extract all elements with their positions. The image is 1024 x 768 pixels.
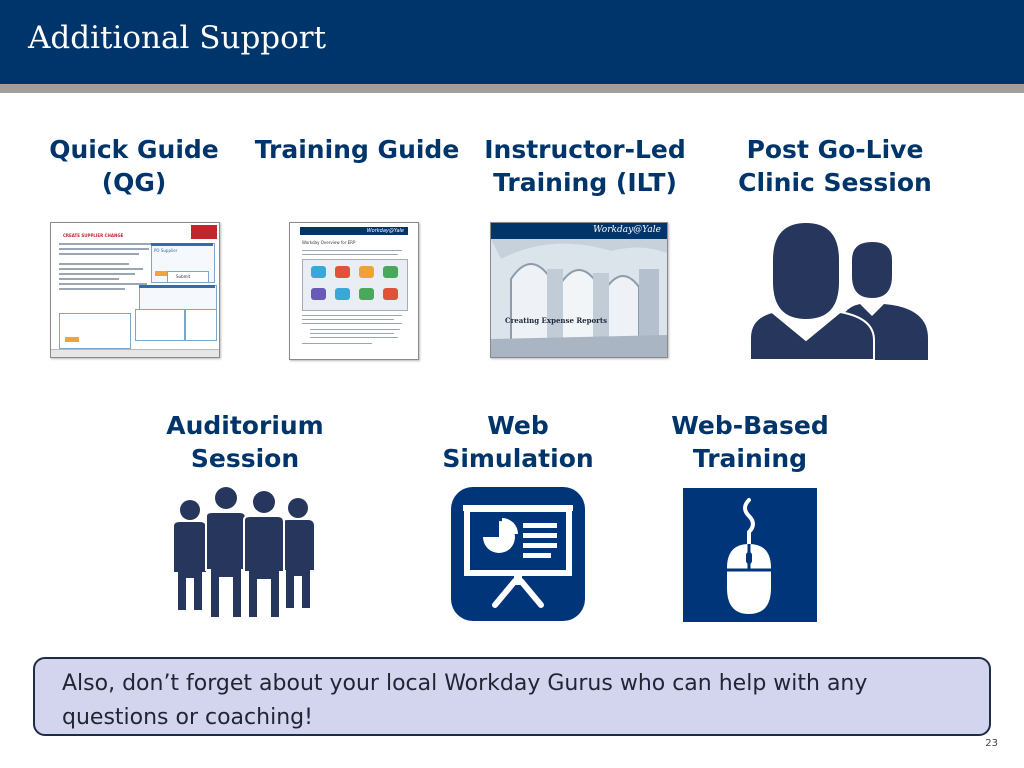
qg-text-line bbox=[59, 253, 139, 255]
qg-mini-button bbox=[155, 271, 167, 276]
tg-app-tile bbox=[311, 266, 326, 278]
qg-screenshot-box bbox=[185, 309, 217, 341]
qg-text-line bbox=[59, 263, 129, 265]
qg-screenshot-box bbox=[59, 313, 131, 349]
auditorium-label: Auditorium Session bbox=[145, 409, 345, 475]
callout-text: Also, don’t forget about your local Work… bbox=[62, 667, 962, 735]
tg-text-line bbox=[302, 343, 372, 344]
post-go-live-label: Post Go-Live Clinic Session bbox=[730, 133, 940, 199]
ilt-brand-banner: Workday@Yale bbox=[491, 223, 667, 239]
presentation-board-icon bbox=[451, 487, 585, 621]
qg-submit-label: Submit bbox=[176, 274, 191, 279]
tg-text-line bbox=[310, 337, 398, 338]
tg-app-tile bbox=[311, 288, 326, 300]
slide-number: 23 bbox=[985, 738, 998, 749]
tg-text-line bbox=[302, 319, 394, 320]
tg-text-line bbox=[310, 333, 394, 334]
tg-header-text: Workday@Yale bbox=[366, 228, 404, 234]
quick-guide-label-line1: Quick Guide bbox=[49, 135, 219, 164]
web-based-training-label-line1: Web-Based bbox=[671, 411, 829, 440]
instructor-led-label: Instructor-Led Training (ILT) bbox=[480, 133, 690, 199]
web-simulation-label-line2: Simulation bbox=[442, 444, 594, 473]
quick-guide-label: Quick Guide (QG) bbox=[44, 133, 224, 199]
qg-text-line bbox=[59, 273, 135, 275]
callout-line1: Also, don’t forget about your local Work… bbox=[62, 671, 868, 696]
auditorium-label-line1: Auditorium bbox=[166, 411, 324, 440]
group-of-people-icon bbox=[174, 487, 314, 619]
tg-app-tile bbox=[335, 288, 350, 300]
tg-header-bar: Workday@Yale bbox=[300, 227, 408, 235]
two-people-icon bbox=[749, 220, 928, 360]
tg-text-line bbox=[302, 254, 398, 255]
qg-text-line bbox=[59, 248, 149, 250]
qg-mini-button bbox=[65, 337, 79, 342]
auditorium-label-line2: Session bbox=[190, 444, 300, 473]
web-based-training-label: Web-Based Training bbox=[650, 409, 850, 475]
ilt-brand-text: Workday@Yale bbox=[593, 225, 661, 235]
tg-text-line bbox=[302, 323, 402, 324]
tg-text-line bbox=[302, 315, 402, 316]
post-go-live-label-line2: Clinic Session bbox=[738, 168, 932, 197]
qg-text-line bbox=[59, 283, 147, 285]
qg-taskbar bbox=[51, 349, 219, 357]
slide-title: Additional Support bbox=[28, 20, 327, 56]
qg-text-line bbox=[59, 288, 125, 290]
qg-thumb-badge bbox=[191, 225, 217, 239]
tg-app-tile bbox=[335, 266, 350, 278]
qg-thumb-title: CREATE SUPPLIER CHANGE bbox=[63, 233, 124, 238]
tg-title: Workday Overview for ERP bbox=[302, 240, 356, 245]
qg-box-header bbox=[151, 243, 213, 246]
quick-guide-label-line2: (QG) bbox=[101, 168, 167, 197]
ilt-cloister-photo: Creating Expense Reports bbox=[491, 239, 667, 357]
tg-app-grid bbox=[302, 259, 408, 311]
callout-line2: questions or coaching! bbox=[62, 705, 313, 730]
qg-text-line bbox=[59, 243, 155, 245]
tg-app-tile bbox=[383, 266, 398, 278]
post-go-live-label-line1: Post Go-Live bbox=[746, 135, 924, 164]
ilt-course-caption: Creating Expense Reports bbox=[505, 316, 608, 325]
training-guide-thumbnail: Workday@Yale Workday Overview for ERP bbox=[289, 222, 419, 360]
cloister-arches-illustration bbox=[491, 239, 667, 357]
tg-app-tile bbox=[359, 288, 374, 300]
tg-app-tile bbox=[359, 266, 374, 278]
web-simulation-label-line1: Web bbox=[487, 411, 549, 440]
instructor-led-label-line1: Instructor-Led bbox=[484, 135, 686, 164]
title-divider bbox=[0, 84, 1024, 93]
qg-screenshot-box bbox=[135, 309, 185, 341]
instructor-led-label-line2: Training (ILT) bbox=[493, 168, 677, 197]
qg-text-line bbox=[59, 278, 119, 280]
qg-section-label: PO Supplier bbox=[154, 248, 178, 253]
qg-text-line bbox=[59, 268, 143, 270]
tg-app-tile bbox=[383, 288, 398, 300]
quick-guide-thumbnail: CREATE SUPPLIER CHANGE PO Supplier Submi… bbox=[50, 222, 220, 358]
computer-mouse-icon bbox=[683, 488, 817, 622]
tg-text-line bbox=[310, 329, 400, 330]
gurus-callout: Also, don’t forget about your local Work… bbox=[33, 657, 991, 736]
web-based-training-label-line2: Training bbox=[692, 444, 808, 473]
tg-text-line bbox=[302, 250, 402, 251]
qg-box-header bbox=[139, 285, 215, 288]
training-guide-label-line1: Training Guide bbox=[254, 135, 460, 164]
title-bar: Additional Support bbox=[0, 0, 1024, 84]
training-guide-label: Training Guide bbox=[252, 133, 462, 166]
web-simulation-label: Web Simulation bbox=[418, 409, 618, 475]
ilt-thumbnail: Workday@Yale Creating Expense Reports bbox=[490, 222, 668, 358]
qg-submit-box: Submit bbox=[167, 271, 209, 283]
